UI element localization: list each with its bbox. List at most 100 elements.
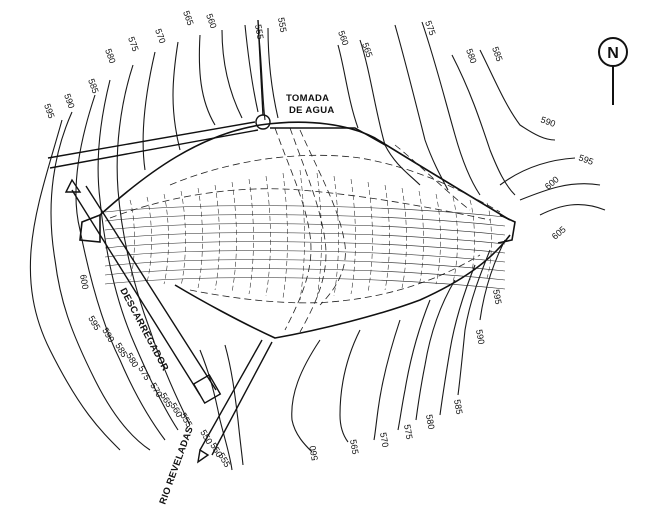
contour-line xyxy=(172,41,181,151)
dam-hatch-line xyxy=(452,196,458,283)
dam-hatch-line xyxy=(129,199,135,281)
diversion-channel xyxy=(299,129,346,306)
contour-number: 565 xyxy=(181,9,196,27)
dam-right-abutment xyxy=(497,214,516,244)
dam-hatch-line xyxy=(104,268,506,281)
contour-number: 585 xyxy=(490,45,505,63)
contour-number: 585 xyxy=(86,77,101,95)
contour-lines xyxy=(29,21,606,471)
contour-number: 595 xyxy=(42,102,57,120)
contour-number: 555 xyxy=(178,411,194,429)
north-label: N xyxy=(607,45,619,62)
contour-number: 590 xyxy=(539,114,557,129)
structures xyxy=(47,19,386,464)
dam-hatch-line xyxy=(299,169,305,301)
river-upstream xyxy=(257,19,264,116)
spillway-label: DESCARREGADOR xyxy=(117,286,170,373)
dam-hatch-line xyxy=(104,250,506,263)
dam-hatch-line xyxy=(146,196,152,283)
diversion-channel xyxy=(289,127,327,333)
dam-hatch-line xyxy=(104,241,506,254)
contour-line xyxy=(337,44,359,129)
dam-hatch-line xyxy=(214,184,220,291)
dam-hatch-line xyxy=(104,232,506,245)
dam-hatch-line xyxy=(367,181,373,293)
spillway-arrow-icon xyxy=(64,178,82,193)
intake-label-line2: DE AGUA xyxy=(289,105,335,116)
contour-line xyxy=(519,183,601,201)
contour-line xyxy=(198,34,216,126)
contour-line xyxy=(75,94,166,441)
contour-number: 580 xyxy=(464,47,479,65)
dam-hatch-line xyxy=(333,175,339,297)
contour-number: 580 xyxy=(124,351,140,369)
dam-hatch-line xyxy=(401,187,407,289)
intake-conduit xyxy=(47,121,256,159)
contour-line xyxy=(373,319,401,441)
spillway-outlet xyxy=(192,374,222,404)
dam-hatch-line xyxy=(163,193,169,285)
dam-hatch-line xyxy=(350,178,356,295)
contour-number: 595 xyxy=(86,314,102,332)
dam-hatch-line xyxy=(486,202,492,279)
dam-body xyxy=(79,121,516,339)
contour-number: 560 xyxy=(308,445,320,462)
outlet-conduit xyxy=(211,341,273,456)
dam-internal-curve xyxy=(109,188,491,221)
dam-hatch-line xyxy=(282,172,288,299)
contour-number: 565 xyxy=(360,41,375,59)
contour-number: 560 xyxy=(204,12,219,30)
contour-number: 575 xyxy=(126,35,141,53)
contour-line xyxy=(397,299,431,431)
contour-number: 595 xyxy=(577,152,595,167)
contour-number: 565 xyxy=(348,439,360,456)
dam-hatch-line xyxy=(384,184,390,291)
dam-hatch-line xyxy=(265,175,271,297)
contour-number: 600 xyxy=(78,274,90,291)
contour-line xyxy=(29,119,121,451)
dam-hatch-line xyxy=(104,214,506,227)
contour-number: 555 xyxy=(216,451,232,469)
contour-number: 580 xyxy=(424,414,436,431)
contour-line xyxy=(359,39,421,186)
dam-hatch-line xyxy=(316,172,322,299)
dam-hatch-line xyxy=(248,178,254,295)
north-arrow-circle-icon xyxy=(598,37,628,67)
contour-line xyxy=(142,51,156,171)
dam-crest-outline xyxy=(99,121,511,221)
contour-number: 555 xyxy=(253,24,265,41)
intake-crest-line xyxy=(270,127,386,146)
dam-hatch-line xyxy=(197,187,203,289)
contour-line xyxy=(244,24,259,113)
dam-hatch-line xyxy=(469,199,475,281)
north-arrow: N xyxy=(598,37,628,105)
dam-internal-curve xyxy=(394,144,471,211)
dam-hatch-line xyxy=(435,193,441,285)
river-arrow-icon xyxy=(197,448,210,464)
river-bank xyxy=(267,27,279,119)
dam-hatch-line xyxy=(231,181,237,293)
contour-number: 570 xyxy=(153,27,168,45)
contour-number: 600 xyxy=(543,174,561,191)
contour-line xyxy=(439,264,476,416)
outlet-conduit xyxy=(199,339,263,451)
dam-hatch-line xyxy=(104,259,506,272)
diversion-channel xyxy=(274,127,312,331)
intake-conduit xyxy=(49,129,259,169)
dam-left-abutment xyxy=(79,213,101,243)
dam-internal-curve xyxy=(169,154,501,213)
contour-line xyxy=(97,79,179,431)
contour-number: 575 xyxy=(402,424,414,441)
contour-line xyxy=(116,64,191,426)
contour-line xyxy=(479,49,556,141)
contour-line xyxy=(339,329,361,443)
dam-toe-outline xyxy=(174,234,511,339)
contour-line xyxy=(415,279,456,421)
contour-number: 580 xyxy=(103,47,118,65)
contour-number: 560 xyxy=(336,29,351,47)
contour-line xyxy=(479,239,506,321)
contour-number: 575 xyxy=(423,19,438,37)
contour-number: 585 xyxy=(452,399,464,416)
contour-line xyxy=(291,339,321,453)
